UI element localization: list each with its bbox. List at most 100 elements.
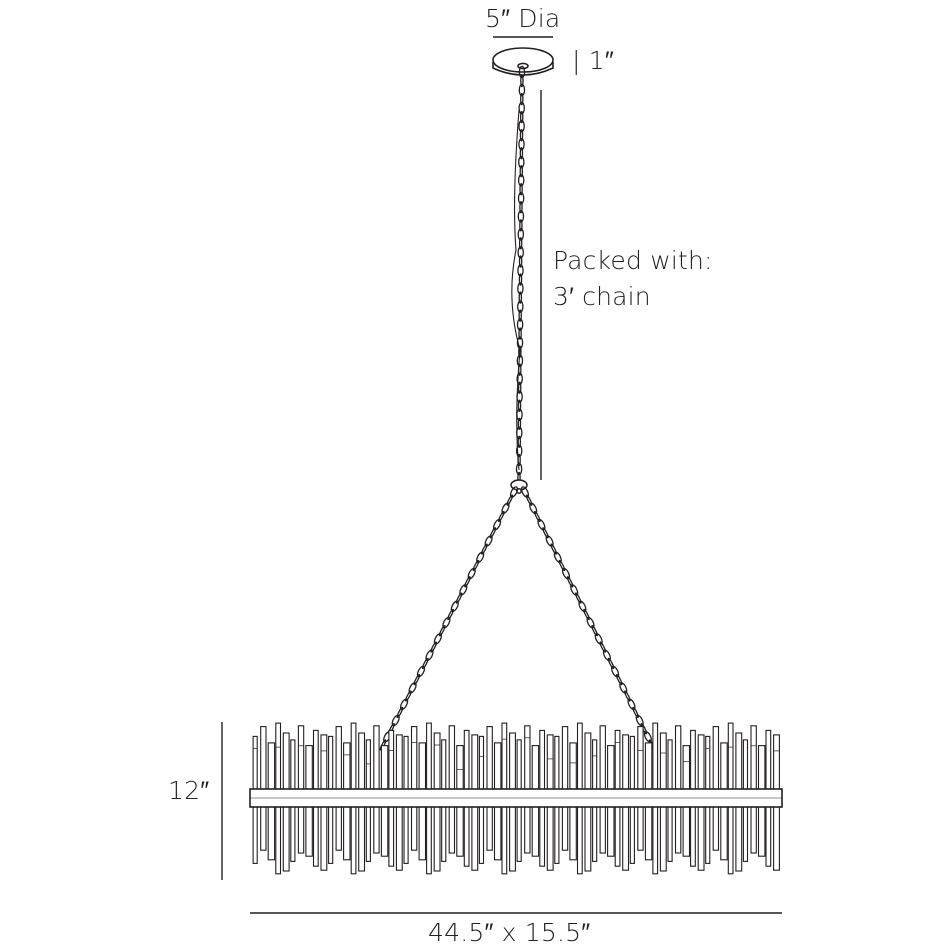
chain-link (537, 518, 546, 531)
chain-link (476, 551, 485, 564)
chain-link (518, 309, 522, 322)
chain-link (518, 119, 525, 133)
chain-link (561, 567, 571, 580)
chain-link (518, 65, 526, 79)
chain-link (525, 494, 533, 506)
chain-link (643, 731, 652, 743)
chain-link (484, 535, 493, 547)
chain-link (578, 600, 587, 613)
chain-link (602, 649, 611, 661)
chain-link (553, 551, 562, 564)
chain-link (518, 137, 525, 151)
chain-link (542, 527, 549, 539)
chain-link (574, 592, 582, 604)
power-wire (511, 109, 521, 471)
chain-link (517, 399, 522, 413)
chain-note-line-1: Packed with: (553, 246, 713, 275)
chain-link (619, 682, 628, 694)
chain-link (518, 255, 523, 268)
chain-link (517, 264, 524, 277)
chain-link (404, 690, 412, 702)
chain-link (421, 657, 429, 670)
chain-link (399, 698, 409, 710)
left-support-chain (379, 486, 519, 751)
chain-link (506, 494, 514, 506)
chain-link (632, 706, 639, 719)
chain-link (497, 510, 505, 523)
chain-link (472, 559, 480, 572)
chain-link (416, 665, 426, 678)
chain-link (529, 502, 538, 515)
chain-link (558, 559, 566, 572)
chain-link (566, 576, 574, 588)
chain-link (464, 576, 471, 588)
chain-link (624, 690, 631, 702)
chain-link (519, 110, 524, 124)
chain-link (517, 210, 525, 223)
chain-link (517, 174, 525, 187)
chain-link (545, 535, 554, 547)
chain-link (611, 665, 620, 678)
chain-link (517, 300, 524, 313)
chain-link (517, 228, 525, 241)
chain-link (594, 633, 603, 645)
chain-link (518, 101, 525, 115)
chain-link (396, 706, 404, 719)
chain-link (517, 417, 522, 431)
chain-link (516, 372, 523, 386)
chain-link (518, 155, 525, 169)
chain-link (635, 714, 644, 727)
chain-link (515, 444, 523, 458)
chain-link (518, 273, 523, 286)
chain-link (518, 291, 523, 304)
chain-link (517, 192, 525, 205)
chain-link (501, 502, 510, 515)
chain-link (519, 201, 523, 214)
chain-link (599, 641, 607, 653)
chain-link (591, 625, 598, 637)
chain-link (459, 584, 468, 596)
chain-link (413, 674, 421, 686)
main-chain (515, 65, 526, 485)
chain-link (450, 600, 459, 613)
chain-link (433, 633, 443, 645)
ceiling-canopy (492, 47, 554, 76)
canopy-height-label: | 1″ (572, 46, 614, 75)
chain-link (442, 616, 451, 629)
chain-link (447, 608, 455, 621)
chain-link (509, 486, 519, 498)
chain-link (519, 219, 523, 232)
fixture-body (249, 722, 783, 875)
right-support-chain (520, 486, 656, 751)
chain-link (607, 657, 615, 670)
chain-link (492, 518, 502, 531)
chain-link (467, 567, 476, 580)
canopy-diameter-label: 5″ Dia (485, 4, 561, 33)
chain-link (570, 584, 579, 596)
chain-link (550, 543, 558, 555)
chain-link (533, 510, 541, 523)
chain-link (519, 164, 524, 178)
chain-link (520, 486, 530, 498)
chain-link (516, 318, 524, 331)
chain-link (430, 641, 438, 653)
chain-link (520, 92, 524, 106)
chain-link (518, 237, 523, 250)
fixture-size-label: 44.5″ x 15.5″ (428, 918, 591, 947)
chain-link (519, 128, 524, 142)
chain-link (480, 543, 488, 555)
chain-link (520, 74, 524, 88)
chain-link (517, 246, 524, 259)
chain-link (408, 682, 417, 694)
chain-link (583, 608, 590, 621)
chain-link (489, 527, 497, 539)
chain-link (518, 83, 526, 97)
chain-link (517, 381, 522, 395)
chain-link (391, 714, 400, 727)
chain-link (519, 146, 524, 160)
chain-link (517, 282, 524, 295)
chain-link (425, 649, 434, 661)
chain-link (455, 592, 463, 604)
chain-link (519, 183, 523, 196)
